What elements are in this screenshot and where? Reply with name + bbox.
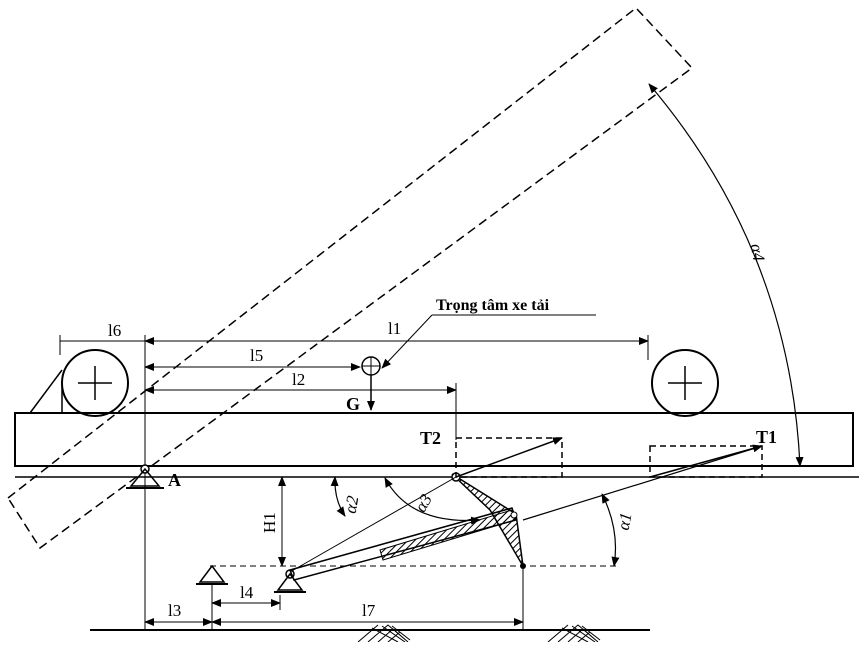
ground-hatch-left: [357, 624, 411, 643]
label-l4: l4: [240, 583, 254, 602]
ground-hatch-right: [547, 624, 601, 643]
label-A: A: [168, 470, 181, 490]
line-alpha2: [289, 476, 457, 573]
label-l5: l5: [250, 346, 263, 365]
hinge-support-A: [126, 464, 164, 489]
rear-wheel: [29, 349, 129, 417]
label-l1: l1: [388, 319, 401, 338]
label-T2: T2: [420, 428, 441, 448]
label-alpha2: α2: [341, 494, 363, 515]
label-alpha3: α3: [411, 491, 436, 516]
caption-truck-cog: Trọng tâm xe tải: [436, 297, 550, 314]
lever-lower-pivot: [520, 563, 526, 569]
lever-joint: [510, 511, 518, 519]
T2-component-box: [455, 437, 563, 478]
raised-dump-body-outline: [7, 6, 694, 550]
force-T2: [455, 437, 563, 478]
label-l3: l3: [168, 601, 181, 620]
chassis-frame: [14, 412, 854, 467]
caption-leader: [381, 314, 433, 369]
hydraulic-cylinder: [288, 507, 517, 581]
line-alpha1: [522, 445, 763, 521]
force-T1: [649, 444, 763, 478]
centre-of-gravity-marker: [361, 356, 381, 411]
label-alpha1: α1: [614, 511, 636, 531]
label-H1: H1: [260, 512, 279, 533]
front-wheel: [651, 349, 719, 417]
arc-alpha2: [330, 476, 346, 517]
label-alpha4: α4: [747, 242, 769, 263]
label-l2: l2: [292, 370, 305, 389]
arc-alpha1: [601, 493, 620, 567]
cylinder-base-support: [196, 564, 228, 585]
label-T1: T1: [756, 427, 777, 447]
label-G: G: [346, 394, 360, 414]
arc-alpha3: [384, 477, 481, 525]
label-l7: l7: [362, 601, 376, 620]
cylinder-lower-support: [274, 569, 306, 593]
label-l6: l6: [108, 321, 121, 340]
arc-alpha4: [648, 83, 804, 467]
